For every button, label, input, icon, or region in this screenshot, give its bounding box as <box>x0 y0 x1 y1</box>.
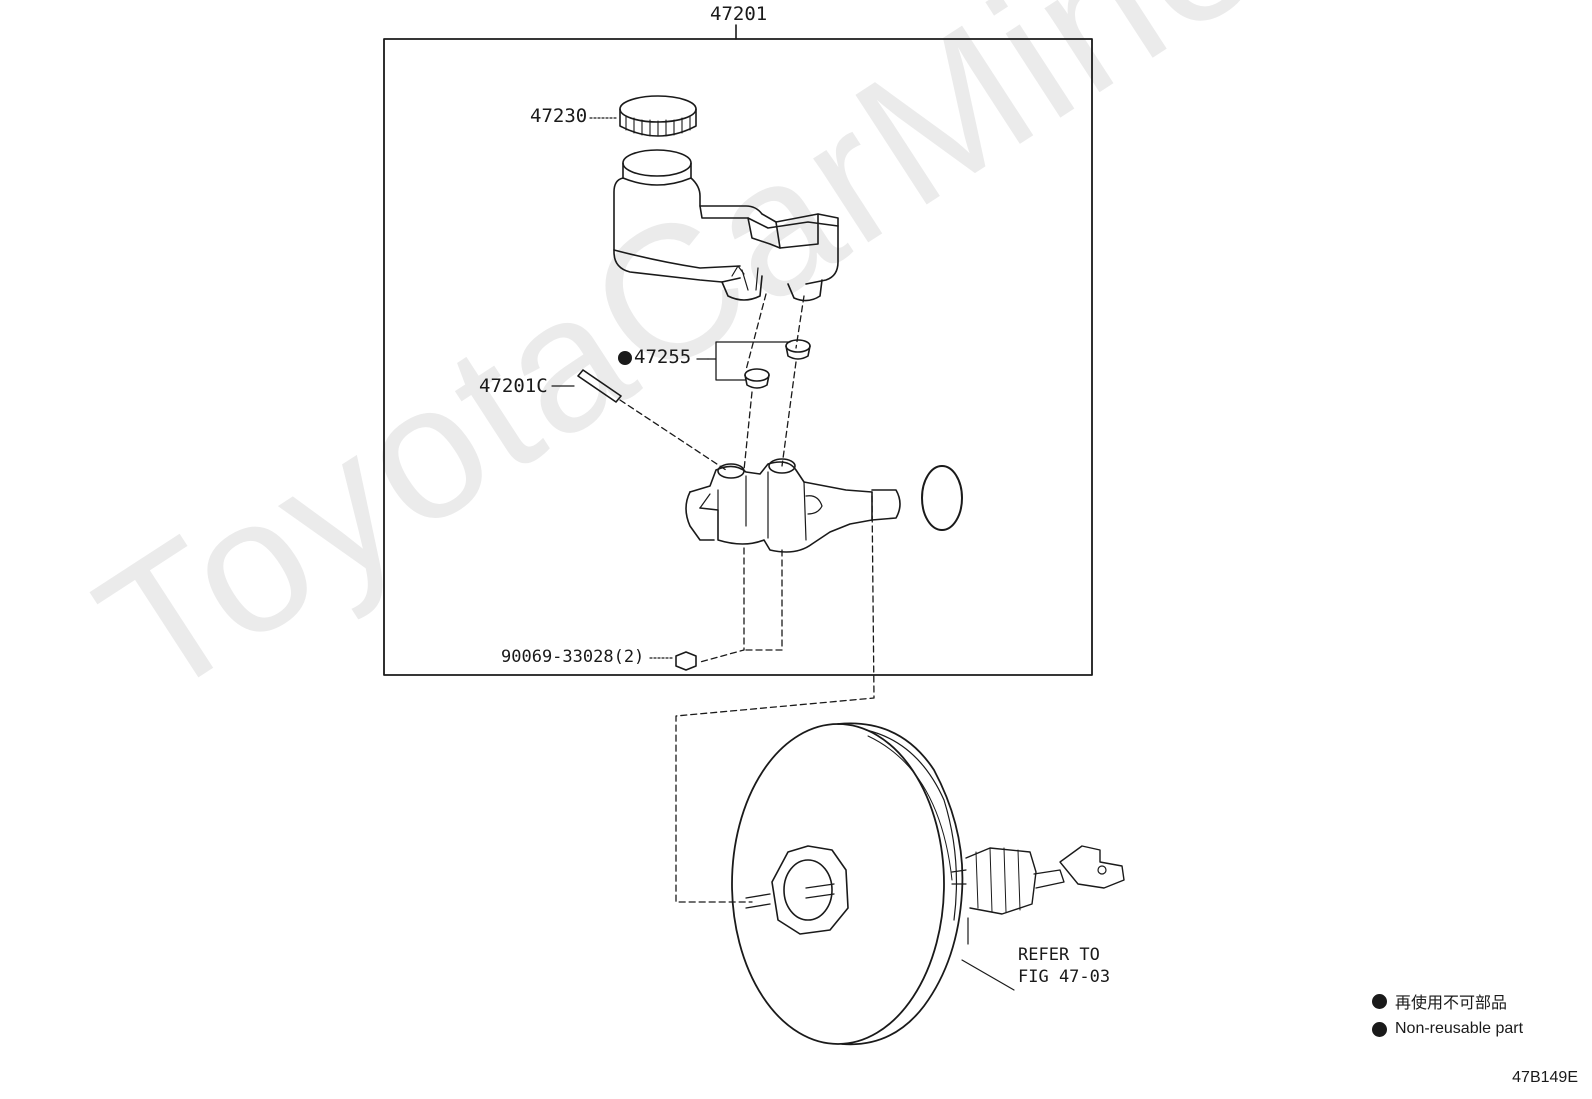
pin-47201c <box>551 369 727 471</box>
dash-cylinder-bolt-2 <box>743 549 783 651</box>
non-reusable-dot-icon <box>1372 993 1387 1009</box>
label-part-47255-text: 47255 <box>634 346 692 368</box>
refer-note: REFER TO FIG 47-03 <box>1018 944 1110 988</box>
refer-note-line1: REFER TO <box>1018 945 1100 965</box>
bracket-47255 <box>707 341 791 381</box>
label-assembly-47201: 47201 <box>710 3 768 25</box>
dash-reservoir-left <box>745 293 767 371</box>
assembly-frame <box>383 38 1093 676</box>
dash-cylinder-booster <box>675 495 875 903</box>
grommet-upper <box>785 339 811 360</box>
figure-code: 47B149E <box>1512 1069 1578 1086</box>
brake-fluid-reservoir <box>613 149 839 302</box>
grommet-lower <box>744 368 770 389</box>
bolt-90069 <box>649 651 697 671</box>
label-part-90069: 90069-33028(2) <box>501 647 645 667</box>
legend-row-japanese: 再使用不可部品 <box>1372 987 1523 1015</box>
legend-text-japanese: 再使用不可部品 <box>1395 995 1508 1012</box>
reservoir-cap <box>589 95 697 137</box>
non-reusable-dot-icon <box>1372 1021 1387 1037</box>
master-cylinder <box>685 458 901 553</box>
o-ring <box>921 465 963 531</box>
legend-row-english: Non-reusable part <box>1372 1015 1523 1043</box>
label-part-47255: 47255 <box>618 348 691 367</box>
brake-booster <box>731 722 1125 1046</box>
legend-text-english: Non-reusable part <box>1395 1020 1524 1037</box>
refer-note-line2: FIG 47-03 <box>1018 967 1111 987</box>
dash-grommet-right <box>781 361 797 467</box>
dash-cylinder-bolt <box>699 547 745 663</box>
legend: 再使用不可部品 Non-reusable part <box>1372 987 1523 1043</box>
dash-grommet-left <box>743 391 753 471</box>
non-reusable-dot-icon <box>618 350 632 365</box>
label-part-47230: 47230 <box>530 105 588 127</box>
label-part-47201c: 47201C <box>479 375 548 397</box>
